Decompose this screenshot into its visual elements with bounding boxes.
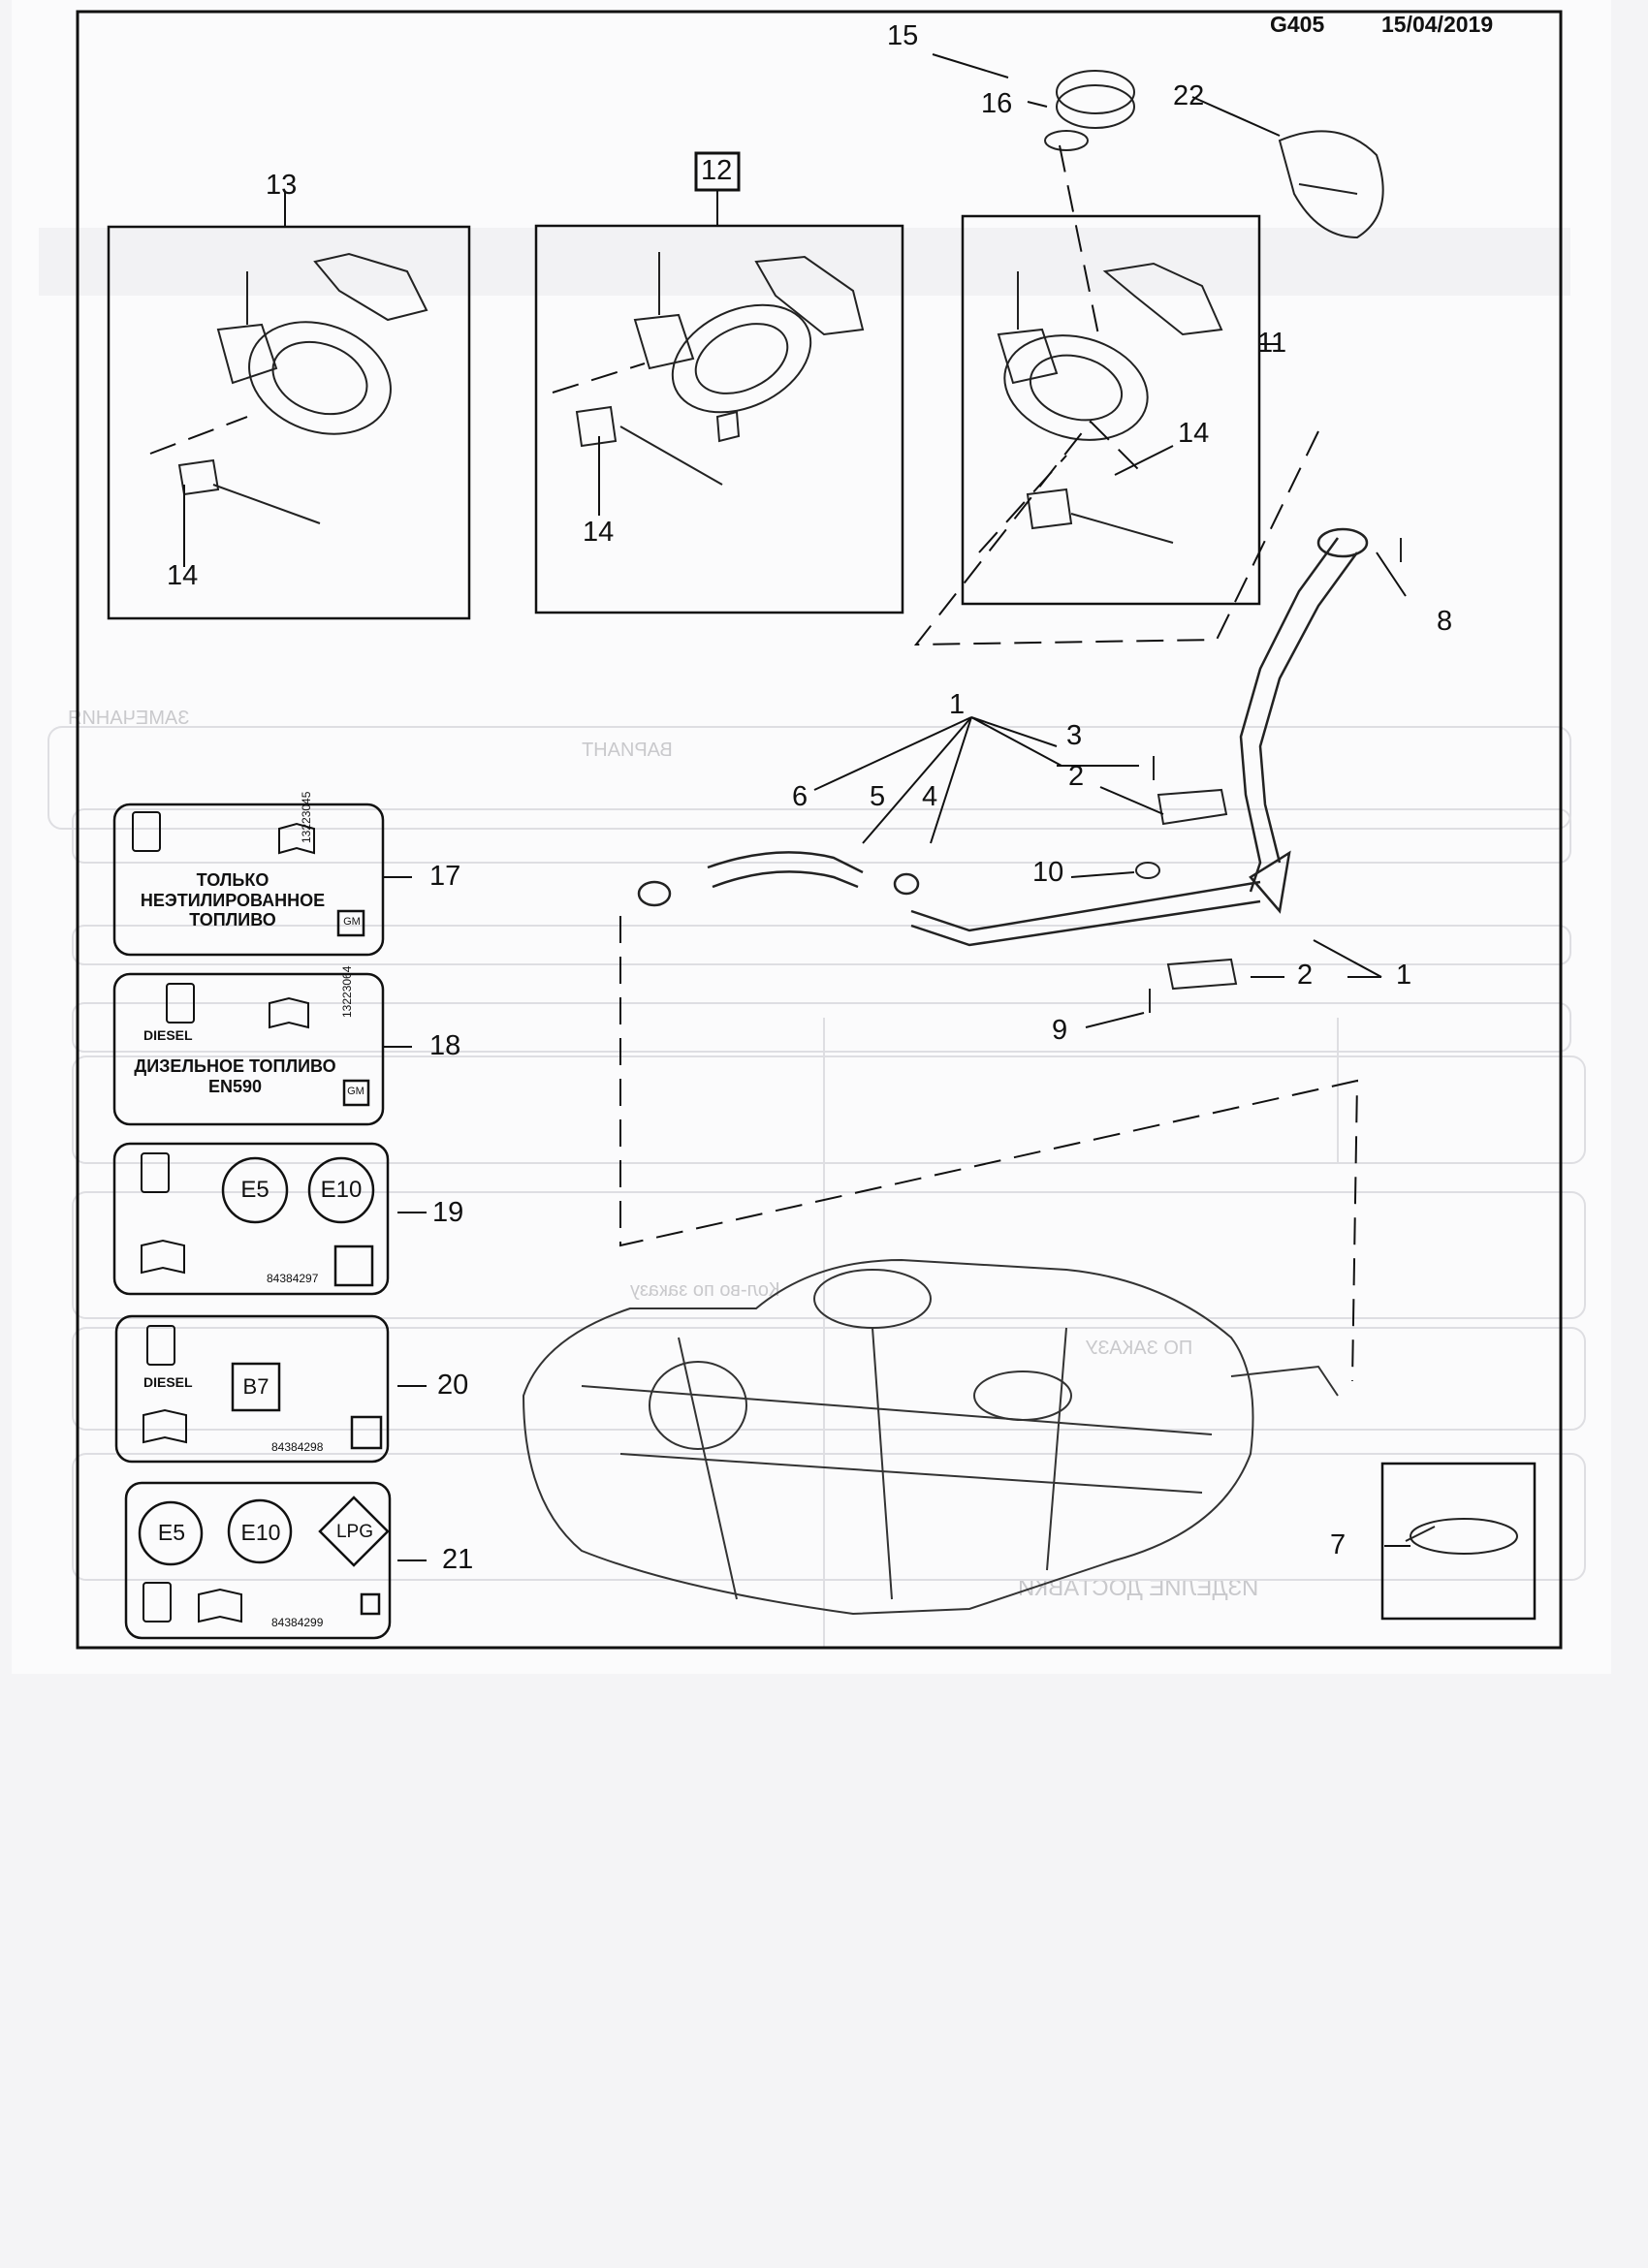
fuel-door-housing-11 [997,262,1223,544]
dashed-guides [149,144,1359,1382]
callout-10: 10 [1032,857,1064,888]
callout-14: 14 [167,560,199,591]
decal-20-fuel: DIESEL [143,1374,193,1390]
decal-17-part-number: 13223045 [300,791,313,843]
detail-box-12 [534,224,904,614]
decal-cards [112,803,392,1640]
clamp-7 [1405,1518,1518,1555]
callout-17: 17 [429,861,461,892]
decal-19-part-number: 84384297 [267,1272,319,1285]
callout-12: 12 [701,155,733,186]
callout-14: 14 [583,517,615,548]
fuel-door-housing-12 [575,252,865,486]
fuel-pump-icons [132,811,195,1622]
decal-18-part-number: 13223064 [340,965,354,1018]
decal-21-e5: E5 [157,1520,186,1545]
fuel-grade-squares [231,909,383,1616]
fuel-door-22 [1278,130,1384,239]
filler-hose [637,851,920,907]
callout-6: 6 [792,781,808,812]
decal-18-text: ДИЗЕЛЬНОЕ ТОПЛИВО EN590 [126,1056,344,1096]
fuel-door-housing-13 [177,252,428,524]
callout-19: 19 [432,1197,464,1228]
decal-17-line1: ТОЛЬКО [196,870,269,890]
fuel-cap-15 [1044,70,1135,151]
brackets [1135,538,1402,1013]
detail-box-11 [961,214,1261,606]
callout-2: 2 [1068,761,1085,792]
callout-4: 4 [922,781,938,812]
callout-14: 14 [1178,418,1210,449]
callout-20: 20 [437,1370,469,1401]
diagram-code: G405 [1270,12,1325,37]
decal-18-line1: ДИЗЕЛЬНОЕ ТОПЛИВО [134,1056,336,1076]
decal-18-badge: GM [347,1086,364,1097]
detail-box-7 [1380,1462,1537,1621]
bleed-table-lines [48,726,1586,1648]
decal-18-fuel: DIESEL [143,1027,193,1043]
callout-1: 1 [1396,960,1412,991]
leader-lines [183,53,1410,1561]
decal-17-line3: ТОПЛИВО [189,910,276,930]
decal-17-line2: НЕЭТИЛИРОВАННОЕ [140,890,326,910]
diagram-date: 15/04/2019 [1381,12,1494,37]
decal-21-e10: E10 [240,1520,281,1545]
decal-17-badge: GM [343,916,361,928]
bleed-band [39,228,1570,296]
callout-15: 15 [887,20,919,51]
callout-11: 11 [1257,328,1287,359]
callout-5: 5 [870,781,886,812]
decal-20-part-number: 84384298 [271,1440,324,1454]
decal-19-e10: E10 [320,1177,363,1203]
decal-19-e5: E5 [240,1177,269,1203]
diagram-frame [76,10,1563,1650]
callout-9: 9 [1052,1015,1068,1046]
callout-2: 2 [1297,960,1314,991]
decal-21-lpg: LPG [335,1522,374,1542]
fuel-tank [522,1258,1339,1616]
callout-7: 7 [1330,1529,1347,1560]
manual-icons [141,822,315,1623]
callout-8: 8 [1437,606,1453,637]
callout-3: 3 [1066,720,1083,751]
filler-neck [910,527,1369,947]
callout-16: 16 [981,88,1013,119]
callout-12-box [694,151,741,192]
decal-21-part-number: 84384299 [271,1616,324,1629]
decal-20-b7: B7 [242,1374,269,1399]
decal-18-line2: EN590 [207,1076,263,1096]
callout-1: 1 [949,689,966,720]
callout-22: 22 [1173,80,1205,111]
callout-18: 18 [429,1030,461,1061]
detail-box-13 [107,225,471,620]
decal-17-text: ТОЛЬКО НЕЭТИЛИРОВАННОЕ ТОПЛИВО [131,870,334,930]
callout-13: 13 [266,170,298,201]
callout-21: 21 [442,1544,474,1575]
fuel-grade-circles [138,1156,390,1567]
